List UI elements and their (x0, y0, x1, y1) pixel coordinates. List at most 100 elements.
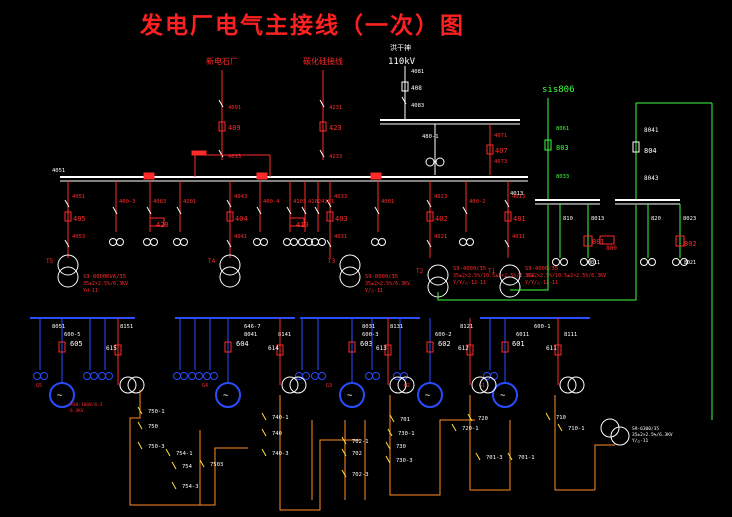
generator-wave: ~ (347, 391, 353, 401)
switch-symbol (475, 452, 481, 461)
transformer-spec: 6.3KV (70, 408, 84, 414)
breaker-code: 611 (546, 345, 557, 352)
pt-symbol (459, 238, 467, 246)
pt-symbol (372, 372, 380, 380)
breaker-code: 420 (156, 221, 169, 229)
breaker-code: 701-1 (518, 455, 535, 461)
transformer-spec: 35±2×2.5%/10.5±2×2.5%/6.3KV (525, 273, 606, 279)
transformer-group: Y/△-11 (632, 438, 649, 444)
breaker-code: 615 (106, 345, 117, 352)
pt-symbol (253, 238, 261, 246)
switch-symbol (341, 436, 347, 445)
disconnector-symbol (401, 96, 407, 105)
pt-symbol (98, 372, 106, 380)
feeder (437, 205, 637, 301)
switch-symbol (199, 459, 205, 468)
breaker-code: 602 (438, 340, 451, 348)
bus-tie-marker (370, 172, 382, 180)
switch-code: 8061 (556, 126, 569, 132)
pt-symbol (580, 258, 588, 266)
generator-wave: ~ (425, 391, 431, 401)
pt-symbol (180, 238, 188, 246)
pt-symbol (195, 372, 203, 380)
transformer-group: Y/Y/△-12-11 (525, 280, 558, 286)
breaker-code: 603 (360, 340, 373, 348)
switch-code: 4102 (308, 199, 321, 205)
transformer-winding (600, 418, 620, 438)
transformer-winding (219, 266, 241, 288)
pt-symbol (33, 372, 41, 380)
low-voltage-feeder (594, 444, 615, 490)
breaker-symbol (554, 344, 562, 356)
pt-symbol (311, 372, 319, 380)
breaker-code: 740-1 (272, 415, 289, 421)
switch-code: 4071 (494, 133, 507, 139)
switch-symbol (341, 469, 347, 478)
transformer-name: T2 (416, 268, 424, 275)
transformer-winding (339, 254, 361, 276)
switch-code: 4083 (153, 199, 166, 205)
switch-code: 4031 (334, 234, 347, 240)
switch-symbol (171, 461, 177, 470)
transformer-rating: S9-8000/35 (365, 274, 398, 280)
disconnector-symbol (176, 206, 182, 215)
switch-code: 8023 (683, 216, 696, 222)
breaker-symbol (276, 344, 284, 356)
switch-code: 4101 (321, 199, 334, 205)
switch-symbol (171, 481, 177, 490)
breaker-code: 801 (592, 238, 605, 246)
transformer-winding (397, 376, 415, 394)
pt-symbol (560, 258, 568, 266)
pt-symbol (295, 372, 303, 380)
generator-wave: ~ (57, 391, 63, 401)
switch-code: 4023 (434, 194, 447, 200)
disconnector-symbol (374, 206, 380, 215)
breaker-code: 710 (556, 415, 566, 421)
transformer-winding (479, 376, 497, 394)
breaker-code: 701 (400, 417, 410, 423)
transformer-group: Y/△-11 (365, 288, 383, 294)
generator-name: G2 (404, 383, 410, 389)
pt-symbol (173, 372, 181, 380)
switch-code: 600-3 (362, 332, 379, 338)
switch-code: 820 (651, 216, 661, 222)
generator-name: G1 (479, 383, 485, 389)
switch-code: 8151 (120, 324, 133, 330)
switch-code: 4083 (411, 103, 424, 109)
transformer-winding (119, 376, 137, 394)
pt-symbol (425, 157, 435, 167)
breaker-code: 423 (329, 124, 342, 132)
switch-symbol (137, 441, 143, 450)
disconnector-symbol (301, 206, 307, 215)
breaker-code: 605 (70, 340, 83, 348)
switch-code: 8043 (644, 175, 659, 182)
switch-code: 480-1 (422, 134, 439, 140)
generator-name: G4 (202, 383, 208, 389)
breaker-symbol (466, 344, 474, 356)
switch-code: 4001 (381, 199, 394, 205)
disconnector-symbol (218, 99, 224, 108)
pt-symbol (109, 238, 117, 246)
switch-symbol (341, 448, 347, 457)
breaker-code: 601 (512, 340, 525, 348)
feeder (510, 205, 549, 291)
breaker-code: 702-3 (352, 472, 369, 478)
pt-symbol (640, 258, 648, 266)
generator-symbol (417, 382, 443, 408)
disconnector-symbol (426, 239, 432, 248)
low-voltage-feeder (129, 390, 248, 506)
transformer-winding (471, 376, 489, 394)
switch-code: 8031 (362, 324, 375, 330)
generator-symbol (49, 382, 75, 408)
breaker-code: 613 (376, 345, 387, 352)
generator-symbol (492, 382, 518, 408)
switch-code: 4013 (512, 194, 525, 200)
breaker-code: 730-1 (398, 431, 415, 437)
switch-code: 8021 (684, 260, 696, 266)
switch-code: 8013 (591, 216, 604, 222)
breaker-symbol (149, 217, 165, 227)
switch-symbol (385, 441, 391, 450)
switch-symbol (261, 412, 267, 421)
switch-code: 8051 (52, 324, 65, 330)
breaker-code: 750 (148, 424, 158, 430)
